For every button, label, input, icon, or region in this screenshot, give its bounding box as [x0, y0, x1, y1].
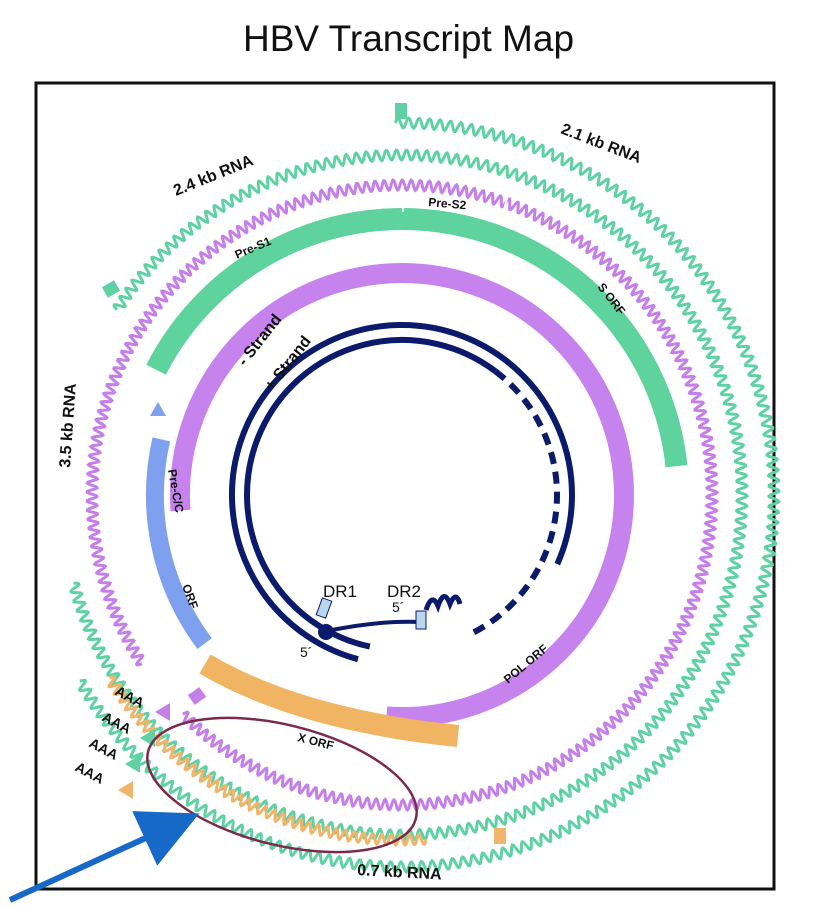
diagram-title: HBV Transcript Map	[242, 18, 575, 59]
pol-orf-band	[169, 263, 634, 728]
highlight-ellipse	[146, 716, 418, 854]
dna-5-prime-dot	[318, 624, 334, 640]
dr2-marker	[415, 610, 427, 630]
aaa-arrow-3	[125, 755, 140, 773]
label-pre-s2: Pre-S2	[428, 195, 467, 212]
rna-2-4-cap	[101, 280, 121, 298]
label-5-prime-dot: 5´	[300, 644, 312, 660]
dna-rna-primer-loop	[423, 594, 463, 614]
aaa-arrow-4	[118, 781, 133, 799]
pre-s2-s-divider	[501, 193, 509, 219]
rna-0-7-kb-strand	[107, 675, 428, 848]
dna-minus-strand	[229, 322, 575, 663]
x-orf-band	[199, 654, 460, 747]
label-aaa-4: AAA	[73, 759, 107, 787]
diagram-frame	[34, 81, 776, 891]
precore-core-orf-band	[146, 437, 212, 650]
precore-arrow-tip	[150, 402, 166, 416]
label-aaa-3: AAA	[87, 735, 121, 763]
label-dr2: DR2	[387, 582, 421, 601]
label-dr1: DR1	[323, 582, 357, 601]
label-x-orf: X ORF	[296, 730, 335, 752]
rna-2-1-cap	[395, 103, 407, 119]
dna-plus-strand-gap	[468, 368, 560, 637]
rna-3-5-cap	[187, 687, 207, 705]
label-5-prime-dr2: 5´	[392, 599, 404, 615]
s-orf-band	[146, 208, 688, 468]
dna-5-prime-tail	[326, 619, 423, 633]
dr1-marker	[315, 597, 333, 619]
pointer-arrow	[8, 811, 200, 903]
dna-plus-strand	[244, 337, 498, 650]
label-3-5-kb-rna: 3.5 kb RNA	[57, 382, 80, 468]
rna-3-5-kb-strand	[85, 178, 720, 813]
aaa-arrow-1	[155, 703, 170, 721]
label-0-7-kb-rna: 0.7 kb RNA	[357, 862, 443, 883]
rna-0-7-cap	[494, 828, 506, 844]
